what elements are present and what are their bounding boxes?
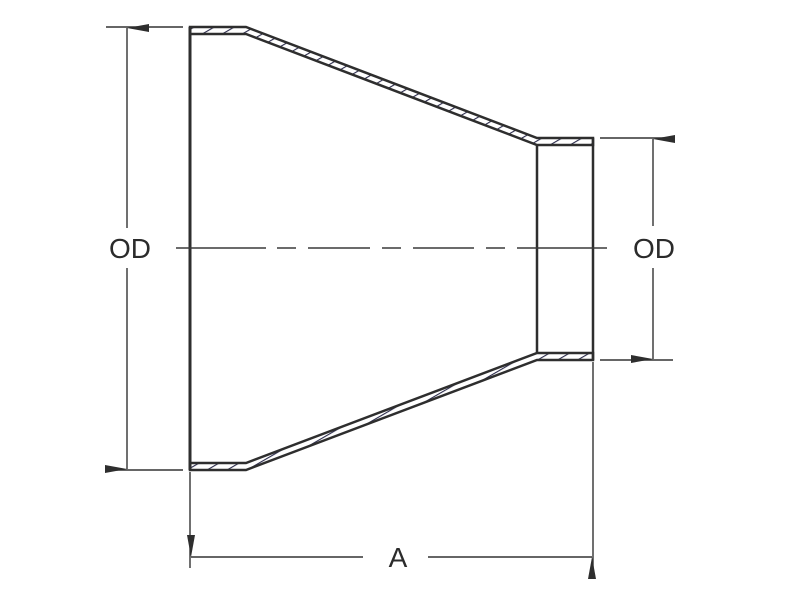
length-a-dimension — [187, 362, 596, 579]
small-od-label: OD — [633, 233, 675, 264]
large-od-label: OD — [109, 233, 151, 264]
small-od-dimension — [600, 135, 675, 363]
length-a-label: A — [389, 542, 408, 573]
top-wall — [188, 25, 595, 147]
bottom-wall — [188, 351, 595, 472]
large-od-dimension — [105, 23, 183, 473]
